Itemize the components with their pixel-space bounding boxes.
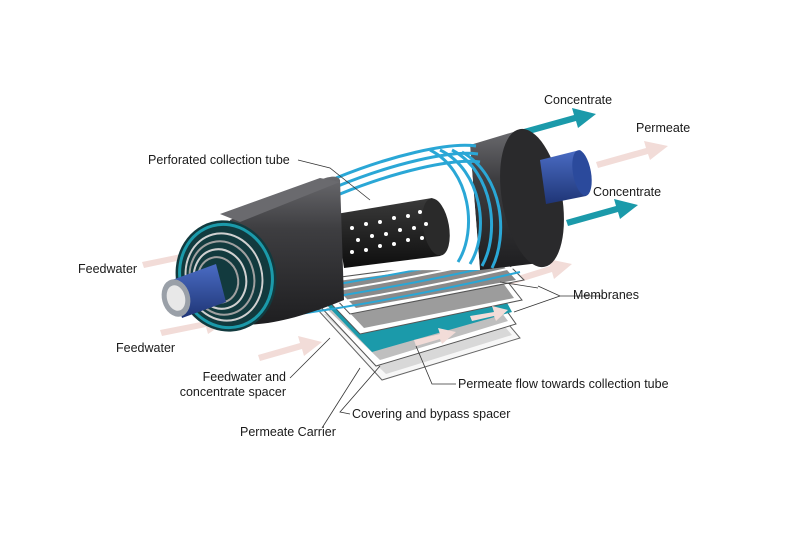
label-concentrate-right: Concentrate bbox=[593, 185, 662, 199]
leader-membranes-3 bbox=[513, 295, 561, 313]
label-perforated-collection-tube: Perforated collection tube bbox=[148, 153, 290, 167]
label-feedwater-concentrate-spacer: Feedwater and concentrate spacer bbox=[179, 370, 286, 399]
leader-permeate-flow bbox=[415, 345, 456, 385]
label-permeate-carrier: Permeate Carrier bbox=[240, 425, 336, 439]
concentrate-out-arrow-right bbox=[566, 199, 638, 226]
leader-covering-spacer bbox=[339, 365, 381, 415]
concentrate-out-arrow-top bbox=[520, 108, 596, 136]
leader-perforated-tube bbox=[297, 159, 371, 201]
label-covering-bypass-spacer: Covering and bypass spacer bbox=[352, 407, 511, 421]
leader-feed-spacer bbox=[289, 337, 331, 379]
feed-spacer-inflow-arrow bbox=[258, 336, 322, 361]
permeate-outlet-tube bbox=[540, 150, 592, 204]
label-membranes: Membranes bbox=[573, 288, 639, 302]
label-permeate: Permeate bbox=[636, 121, 691, 135]
perforated-collection-tube bbox=[336, 198, 450, 268]
label-concentrate-top: Concentrate bbox=[544, 93, 613, 107]
label-permeate-flow: Permeate flow towards collection tube bbox=[458, 377, 669, 391]
label-feedwater-left: Feedwater bbox=[78, 262, 138, 276]
leader-permeate-carrier bbox=[321, 367, 361, 429]
permeate-flow-arrows bbox=[414, 306, 508, 346]
leader-lines bbox=[289, 159, 602, 429]
feedwater-inlet-tube bbox=[161, 264, 226, 318]
leader-membranes-2 bbox=[499, 281, 539, 289]
permeate-out-arrow bbox=[596, 141, 668, 168]
label-feedwater-bottom: Feedwater bbox=[116, 341, 176, 355]
